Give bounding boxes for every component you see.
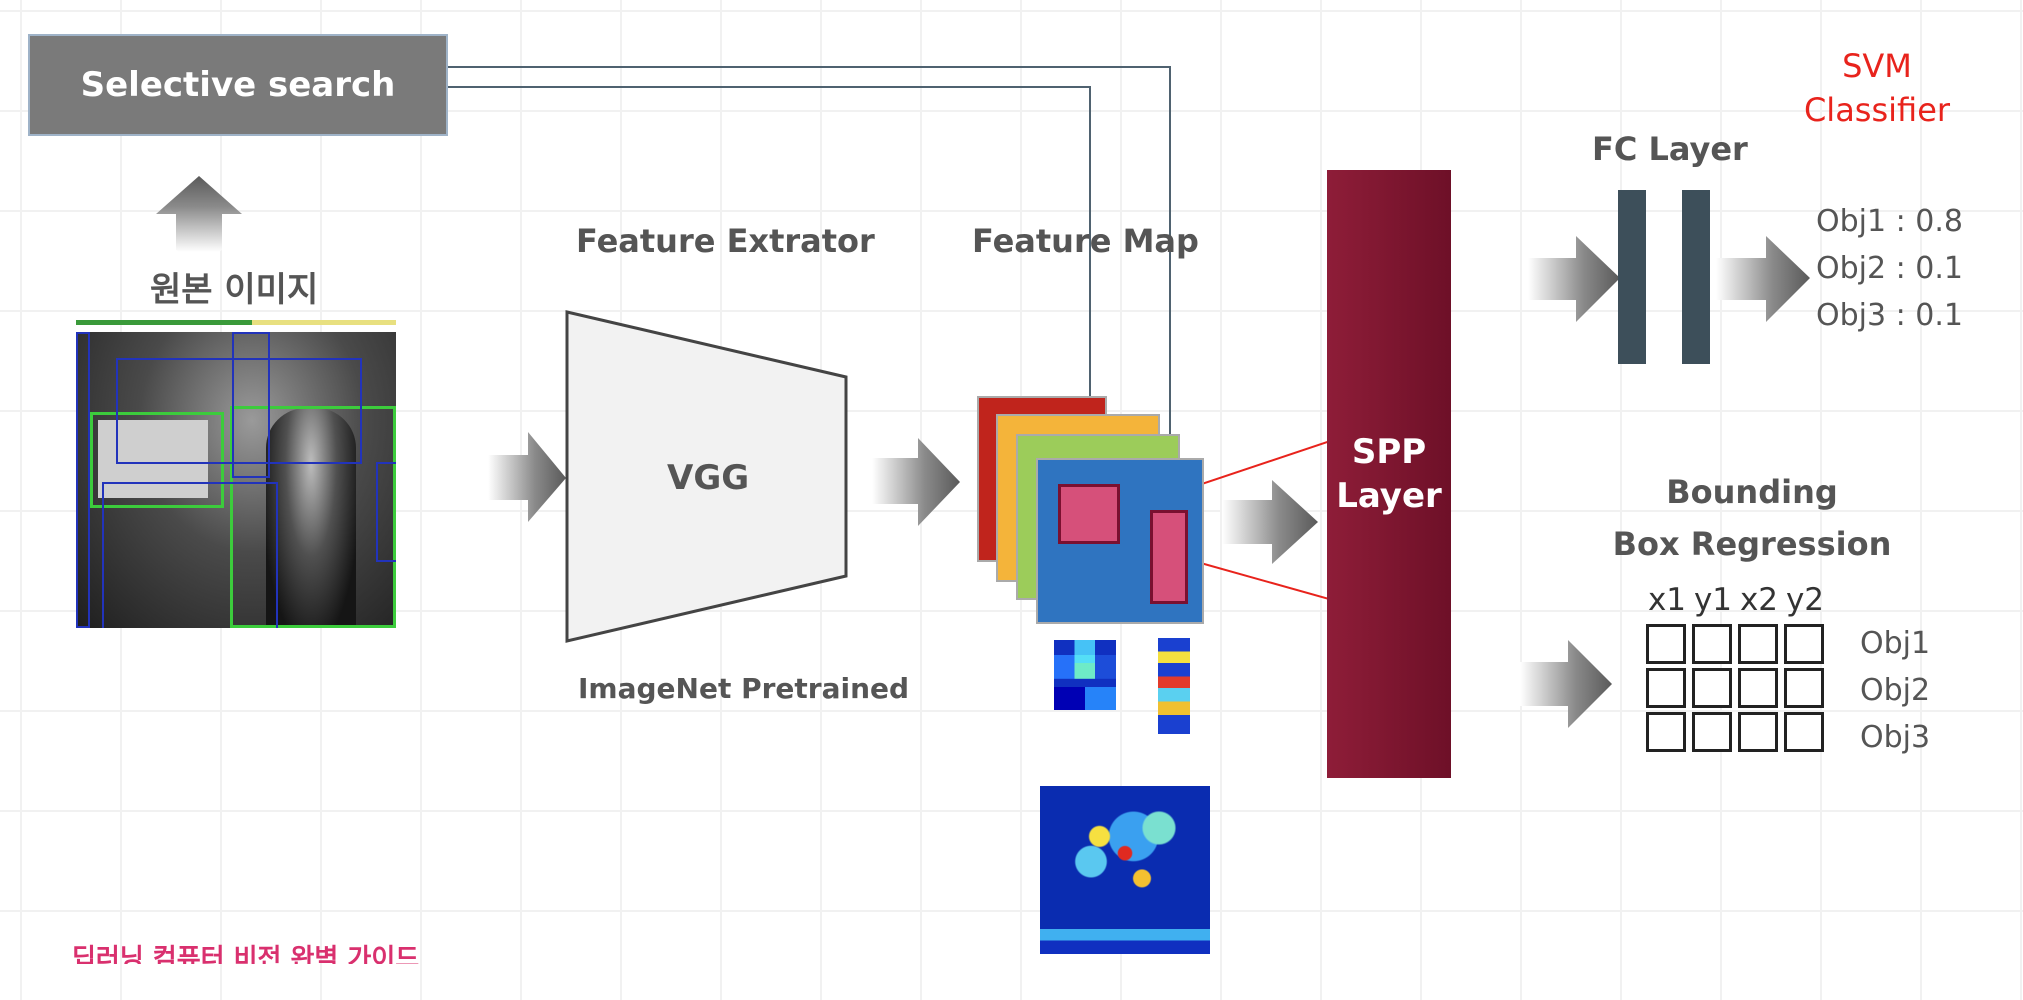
svm-title-line-1: SVM [1842,47,1912,85]
roi-tall [1150,510,1188,604]
bbox-row-obj2: Obj2 [1860,673,1931,708]
fc-layer-title: FC Layer [1592,130,1748,168]
proposal-box-blue-3 [102,482,278,628]
fc-layer-bar-2 [1682,190,1710,364]
bbox-row-obj3: Obj3 [1860,720,1931,755]
bbox-row-obj1: Obj1 [1860,626,1931,661]
bbox-title-line-1: Bounding [1666,473,1838,511]
bbox-col-x1: x1 [1647,582,1687,618]
up-arrow-icon [156,176,242,252]
flow-arrow-icon-2 [872,438,960,526]
bbox-cell [1692,668,1732,708]
flow-arrow-icon-5 [1716,236,1810,322]
selective-search-box: Selective search [28,34,448,136]
bbox-cell [1784,712,1824,752]
roi-connector-line-1 [448,86,1091,486]
bbox-cell [1738,668,1778,708]
roi-connector-line-2 [448,66,1171,510]
spp-layer-block: SPP Layer [1327,170,1451,778]
spp-label-line-1: SPP [1351,432,1427,472]
bbox-cell [1738,712,1778,752]
roi-square [1058,484,1120,544]
proposal-box-blue-2 [232,332,270,478]
svm-score-obj2: Obj2 : 0.1 [1816,251,1963,286]
svm-title-line-2: Classifier [1803,91,1951,129]
bbox-cell [1784,668,1824,708]
bbox-cell [1646,668,1686,708]
bbox-col-y2: y2 [1785,582,1825,618]
svm-scores: Obj1 : 0.8 Obj2 : 0.1 Obj3 : 0.1 [1816,198,1963,339]
footer-caption: 딥러닝 컴퓨터 비전 완벽 가이드 [72,944,420,964]
pooled-feature-heatmap-1 [1054,640,1116,710]
pooled-feature-heatmap-3 [1040,786,1210,954]
bbox-cell [1646,624,1686,664]
flow-arrow-icon-6 [1520,640,1612,728]
bbox-grid [1646,624,1830,752]
flow-arrow-icon-4 [1528,236,1620,322]
proposal-box-blue-5 [76,332,90,628]
svm-score-obj3: Obj3 : 0.1 [1816,298,1963,333]
person-silhouette [266,408,356,628]
feature-map-title: Feature Map [972,222,1199,260]
photo-top-strip [76,320,396,325]
original-image-label: 원본 이미지 [150,270,319,310]
original-image-photo [76,332,396,628]
flow-arrow-icon-3 [1222,480,1318,564]
bbox-cell [1738,624,1778,664]
proposal-box-blue-1 [116,358,362,464]
bbox-cell [1646,712,1686,752]
selective-search-label: Selective search [80,65,396,105]
bbox-column-headers: x1 y1 x2 y2 [1644,582,1828,618]
vgg-label: VGG [667,458,750,498]
svm-classifier-title: SVM Classifier [1802,44,1952,132]
flow-arrow-icon-1 [488,432,566,522]
bbox-cell [1692,624,1732,664]
svm-score-obj1: Obj1 : 0.8 [1816,204,1963,239]
imagenet-pretrained-label: ImageNet Pretrained [578,672,910,705]
bbox-col-y1: y1 [1693,582,1733,618]
proposal-box-green-2 [230,406,396,628]
fc-layer-bar-1 [1618,190,1646,364]
spp-label-line-2: Layer [1336,476,1442,516]
feature-extractor-title: Feature Extrator [576,222,875,260]
bbox-title-line-2: Box Regression [1612,525,1892,563]
bbox-cell [1784,624,1824,664]
proposal-box-blue-4 [376,462,396,562]
bbox-regression-title: Bounding Box Regression [1602,466,1902,570]
bbox-row-labels: Obj1 Obj2 Obj3 [1860,620,1930,761]
bbox-cell [1692,712,1732,752]
proposal-box-green-1 [90,412,224,508]
vgg-trapezoid [565,310,848,643]
bbox-col-x2: x2 [1739,582,1779,618]
pooled-feature-heatmap-2 [1158,638,1190,734]
